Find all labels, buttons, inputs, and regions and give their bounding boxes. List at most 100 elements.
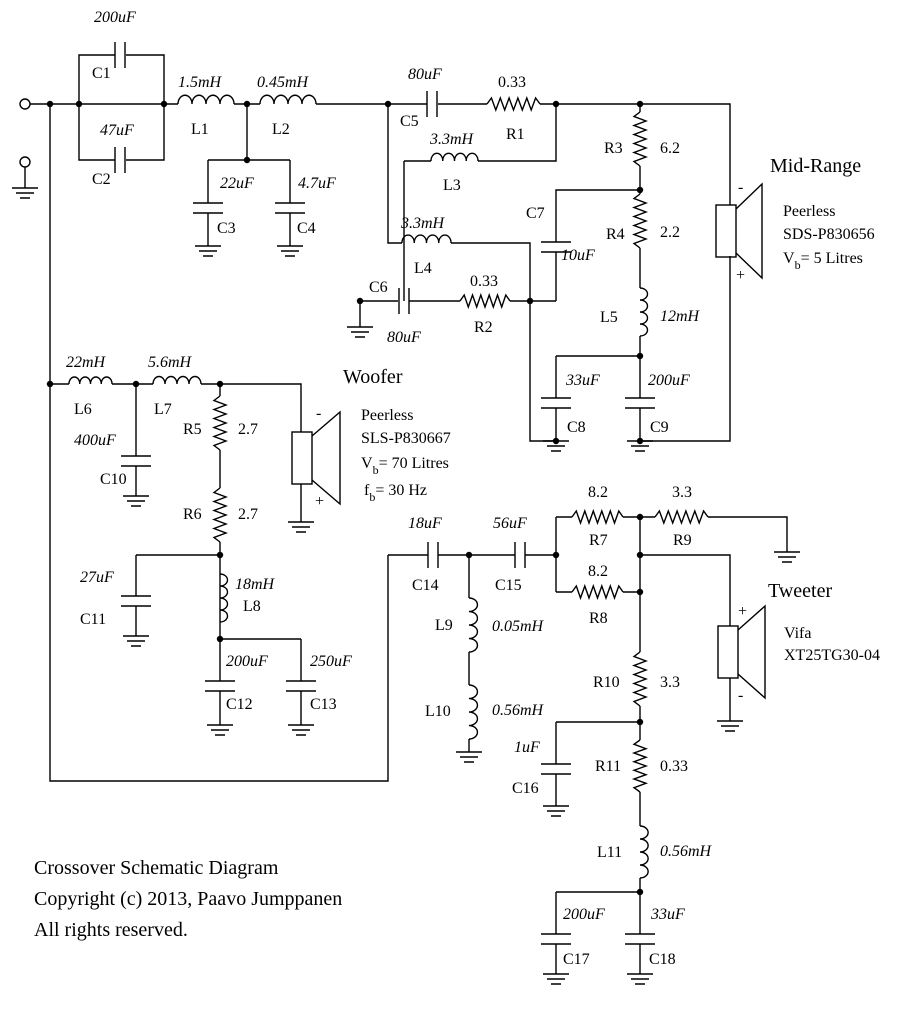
c13-capacitor-symbol	[286, 680, 316, 692]
ground-symbol-3	[277, 245, 303, 257]
woofer-model: SLS-P830667	[361, 430, 451, 447]
c5-value: 80uF	[408, 66, 442, 83]
c7-value: 10uF	[561, 247, 595, 264]
ground-symbol-12	[456, 751, 482, 763]
footer: Crossover Schematic Diagram Copyright (c…	[34, 857, 342, 941]
tweeter-title: Tweeter	[768, 580, 832, 602]
l9-name: L9	[435, 617, 453, 634]
tweeter-plus: +	[738, 603, 747, 620]
r4-name: R4	[606, 226, 625, 243]
ground-symbol-1	[12, 187, 38, 199]
r7-name: R7	[589, 532, 608, 549]
r6-name: R6	[183, 506, 202, 523]
capacitor-symbols	[114, 42, 655, 945]
ground-symbol-15	[543, 805, 569, 817]
c8-value: 33uF	[565, 372, 600, 389]
midrange-minus: -	[738, 179, 743, 196]
l6-inductor-symbol	[68, 376, 113, 385]
ground-symbol-17	[627, 973, 653, 985]
inductor-symbols	[68, 94, 649, 879]
c13-name: C13	[310, 696, 337, 713]
r7-value: 8.2	[588, 484, 608, 501]
c7-capacitor-symbol	[541, 241, 571, 253]
midrange-plus: +	[736, 267, 745, 284]
r2-value: 0.33	[470, 273, 498, 290]
r10-value: 3.3	[660, 674, 680, 691]
c14-capacitor-symbol	[427, 542, 439, 568]
l5-value: 12mH	[660, 308, 701, 325]
woofer-description: Woofer Peerless SLS-P830667 Vb= 70 Litre…	[343, 366, 451, 504]
l4-inductor-symbol	[401, 234, 452, 244]
r4-resistor-symbol	[632, 193, 648, 249]
c5-capacitor-symbol	[426, 91, 438, 117]
c12-capacitor-symbol	[205, 680, 235, 692]
c1-capacitor-symbol	[114, 42, 126, 68]
tweeter-brand: Vifa	[784, 625, 811, 642]
midrange-brand: Peerless	[783, 203, 835, 220]
woofer-brand: Peerless	[361, 407, 413, 424]
c17-capacitor-symbol	[541, 933, 571, 945]
ground-symbol-6	[627, 440, 653, 452]
l2-value: 0.45mH	[257, 74, 310, 91]
c14-value: 18uF	[408, 515, 442, 532]
footer-rights: All rights reserved.	[34, 919, 188, 941]
c6-name: C6	[369, 279, 388, 296]
r2-name: R2	[474, 319, 493, 336]
c4-value: 4.7uF	[298, 175, 336, 192]
l6-value: 22mH	[66, 354, 107, 371]
c3-value: 22uF	[220, 175, 254, 192]
ground-symbol-13	[774, 551, 800, 563]
l9-value: 0.05mH	[492, 618, 545, 635]
woofer-fb: fb= 30 Hz	[364, 482, 427, 504]
input-terminal-positive	[19, 98, 31, 110]
ground-symbols	[12, 187, 800, 985]
l8-name: L8	[243, 598, 261, 615]
l3-inductor-symbol	[430, 152, 479, 162]
r9-resistor-symbol	[654, 508, 709, 526]
r4-value: 2.2	[660, 224, 680, 241]
woofer-speaker-icon: - +	[291, 405, 341, 510]
input-terminals	[19, 98, 31, 188]
midrange-description: Mid-Range Peerless SDS-P830656 Vb= 5 Lit…	[770, 155, 875, 272]
c16-value: 1uF	[514, 739, 540, 756]
l11-name: L11	[597, 844, 622, 861]
junction-dots	[46, 100, 644, 896]
l7-inductor-symbol	[152, 375, 202, 385]
r3-name: R3	[604, 140, 623, 157]
r3-value: 6.2	[660, 140, 680, 157]
r1-value: 0.33	[498, 74, 526, 91]
r8-resistor-symbol	[571, 583, 624, 601]
c3-capacitor-symbol	[193, 202, 223, 214]
c7-name: C7	[526, 205, 545, 222]
woofer-vb: Vb= 70 Litres	[361, 455, 449, 477]
footer-title: Crossover Schematic Diagram	[34, 857, 279, 879]
tweeter-model: XT25TG30-04	[784, 647, 880, 664]
c12-name: C12	[226, 696, 253, 713]
woofer-minus: -	[316, 405, 321, 422]
c8-capacitor-symbol	[541, 397, 571, 409]
tweeter-minus: -	[738, 687, 743, 704]
ground-symbol-14	[717, 720, 743, 732]
c10-capacitor-symbol	[121, 455, 151, 467]
c2-name: C2	[92, 171, 111, 188]
ground-symbol-10	[207, 724, 233, 736]
c16-name: C16	[512, 780, 539, 797]
l8-value: 18mH	[235, 576, 276, 593]
midrange-speaker-icon: - +	[715, 179, 763, 284]
c17-value: 200uF	[563, 906, 605, 923]
ground-symbol-7	[123, 495, 149, 507]
l10-name: L10	[425, 703, 451, 720]
r10-resistor-symbol	[632, 651, 648, 707]
r5-value: 2.7	[238, 421, 258, 438]
r8-name: R8	[589, 610, 608, 627]
c1-value: 200uF	[94, 9, 136, 26]
tweeter-description: Tweeter Vifa XT25TG30-04	[768, 580, 880, 664]
r5-resistor-symbol	[212, 395, 228, 451]
c3-name: C3	[217, 220, 236, 237]
c10-name: C10	[100, 471, 127, 488]
ground-symbol-2	[195, 245, 221, 257]
l1-name: L1	[191, 121, 209, 138]
r6-resistor-symbol	[212, 487, 228, 543]
